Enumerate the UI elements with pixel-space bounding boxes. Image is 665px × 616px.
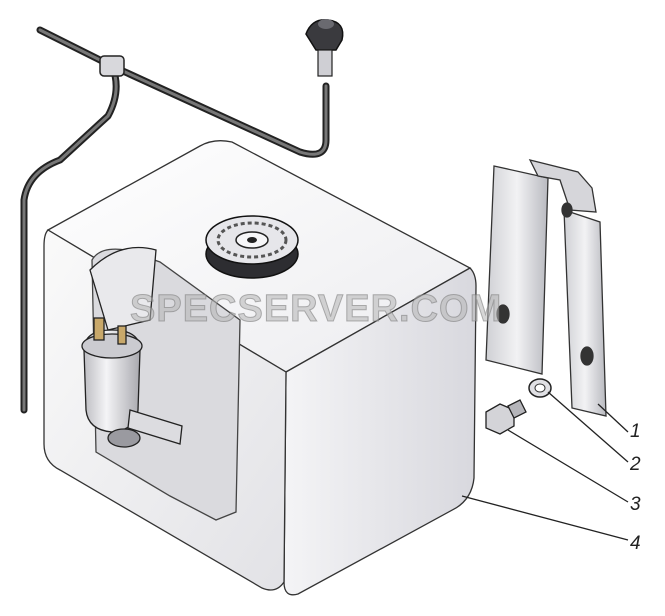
- lock-washer: [528, 378, 552, 398]
- callout-3: 3: [630, 494, 641, 515]
- washer-hose: [20, 26, 330, 414]
- mounting-bracket: [485, 159, 607, 417]
- bolt: [485, 399, 527, 435]
- callout-4: 4: [630, 533, 641, 554]
- leader-lines: [461, 391, 629, 541]
- filler-cap: [205, 215, 299, 279]
- washer-pump: [81, 246, 183, 448]
- washer-nozzle: [305, 19, 344, 77]
- callout-2: 2: [630, 454, 641, 475]
- callout-1: 1: [630, 421, 641, 442]
